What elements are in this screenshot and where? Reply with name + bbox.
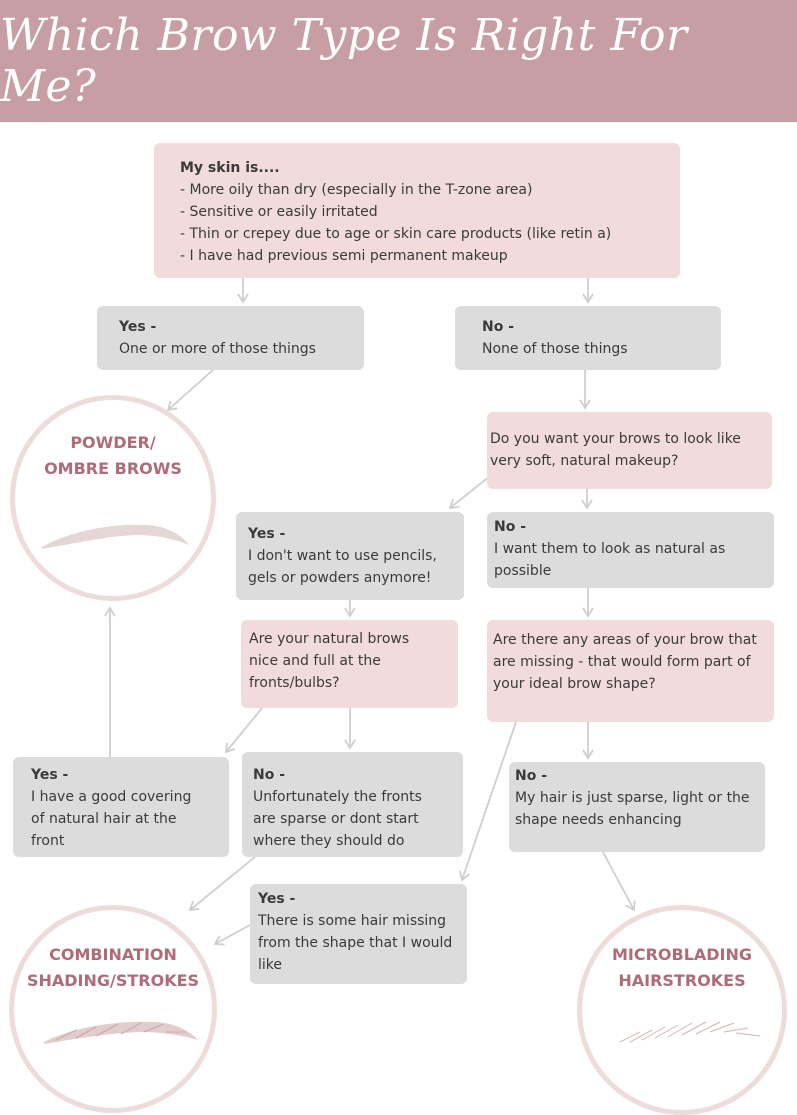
answer-fronts-no: No - Unfortunately the fronts are sparse… bbox=[242, 752, 463, 857]
result-title: OMBRE BROWS bbox=[44, 459, 182, 478]
question-missing-areas: Are there any areas of your brow that ar… bbox=[487, 620, 774, 722]
result-powder-ombre: POWDER/ OMBRE BROWS bbox=[10, 395, 216, 601]
brow-illustration bbox=[42, 524, 189, 549]
answer-heading: Yes - bbox=[248, 526, 286, 542]
question-skin-line: - Sensitive or easily irritated bbox=[180, 204, 378, 220]
question-skin-line: - Thin or crepey due to age or skin care… bbox=[180, 226, 612, 242]
answer-skin-no: No - None of those things bbox=[455, 306, 721, 370]
arrow-missingno-to-micro bbox=[602, 851, 636, 912]
arrow-missingyes-to-combo bbox=[213, 924, 251, 946]
question-skin: My skin is.... - More oily than dry (esp… bbox=[154, 143, 680, 278]
arrow-missing-to-yes bbox=[458, 721, 517, 882]
result-title: HAIRSTROKES bbox=[618, 971, 746, 990]
question-line: Are there any areas of your brow that bbox=[493, 632, 757, 648]
answer-fronts-yes: Yes - I have a good covering of natural … bbox=[13, 757, 229, 857]
question-line: nice and full at the bbox=[249, 653, 381, 669]
answer-line: There is some hair missing bbox=[258, 913, 447, 929]
question-skin-heading: My skin is.... bbox=[180, 160, 280, 176]
arrow-yes-to-powder bbox=[166, 369, 214, 412]
answer-heading: No - bbox=[515, 768, 548, 784]
answer-soft-yes: Yes - I don't want to use pencils, gels … bbox=[236, 512, 464, 600]
question-line: are missing - that would form part of bbox=[493, 654, 751, 670]
answer-missing-yes: Yes - There is some hair missing from th… bbox=[250, 884, 467, 984]
answer-line: like bbox=[258, 957, 283, 973]
answer-line: possible bbox=[494, 563, 552, 579]
brow-illustration bbox=[44, 1021, 198, 1044]
answer-heading: No - bbox=[482, 319, 515, 335]
answer-line: None of those things bbox=[482, 341, 628, 357]
result-title: MICROBLADING bbox=[611, 945, 753, 964]
answer-line: front bbox=[31, 833, 65, 849]
result-title: SHADING/STROKES bbox=[26, 971, 200, 990]
question-line: fronts/bulbs? bbox=[249, 675, 340, 691]
answer-line: of natural hair at the bbox=[31, 811, 177, 827]
brow-illustration bbox=[619, 1021, 761, 1043]
arrow-fronts-to-yes bbox=[224, 707, 263, 754]
answer-soft-no: No - I want them to look as natural as p… bbox=[487, 512, 774, 588]
answer-line: from the shape that I would bbox=[258, 935, 453, 951]
question-line: Do you want your brows to look like bbox=[490, 431, 741, 447]
title-banner: Which Brow Type Is Right For Me? bbox=[0, 0, 797, 122]
answer-line: gels or powders anymore! bbox=[248, 570, 432, 586]
answer-skin-yes: Yes - One or more of those things bbox=[97, 306, 364, 370]
answer-line: I want them to look as natural as bbox=[494, 541, 726, 557]
arrow-frontsno-to-combo bbox=[188, 856, 256, 912]
question-line: Are your natural brows bbox=[249, 631, 410, 647]
result-combination: COMBINATION SHADING/STROKES bbox=[9, 905, 217, 1113]
result-title: POWDER/ bbox=[70, 433, 156, 452]
answer-heading: Yes - bbox=[31, 767, 69, 783]
answer-line: shape needs enhancing bbox=[515, 812, 682, 828]
answer-heading: Yes - bbox=[119, 319, 157, 335]
answer-missing-no: No - My hair is just sparse, light or th… bbox=[509, 762, 765, 852]
answer-line: I have a good covering bbox=[31, 789, 192, 805]
question-skin-line: - I have had previous semi permanent mak… bbox=[180, 248, 508, 264]
answer-line: My hair is just sparse, light or the bbox=[515, 790, 750, 806]
question-line: your ideal brow shape? bbox=[493, 676, 656, 692]
page-title: Which Brow Type Is Right For Me? bbox=[0, 10, 688, 112]
answer-heading: Yes - bbox=[258, 891, 296, 907]
result-title: COMBINATION bbox=[49, 945, 177, 964]
result-microblading: MICROBLADING HAIRSTROKES bbox=[577, 905, 787, 1115]
answer-line: Unfortunately the fronts bbox=[253, 789, 422, 805]
answer-line: I don't want to use pencils, bbox=[248, 548, 437, 564]
answer-line: One or more of those things bbox=[119, 341, 316, 357]
question-fronts: Are your natural brows nice and full at … bbox=[241, 620, 458, 708]
question-skin-line: - More oily than dry (especially in the … bbox=[180, 182, 533, 198]
answer-heading: No - bbox=[253, 767, 286, 783]
answer-heading: No - bbox=[494, 519, 527, 535]
arrow-soft-to-yes bbox=[448, 475, 491, 510]
answer-line: are sparse or dont start bbox=[253, 811, 419, 827]
question-line: very soft, natural makeup? bbox=[490, 453, 679, 469]
question-soft-makeup: Do you want your brows to look like very… bbox=[487, 412, 772, 489]
answer-line: where they should do bbox=[253, 833, 405, 849]
